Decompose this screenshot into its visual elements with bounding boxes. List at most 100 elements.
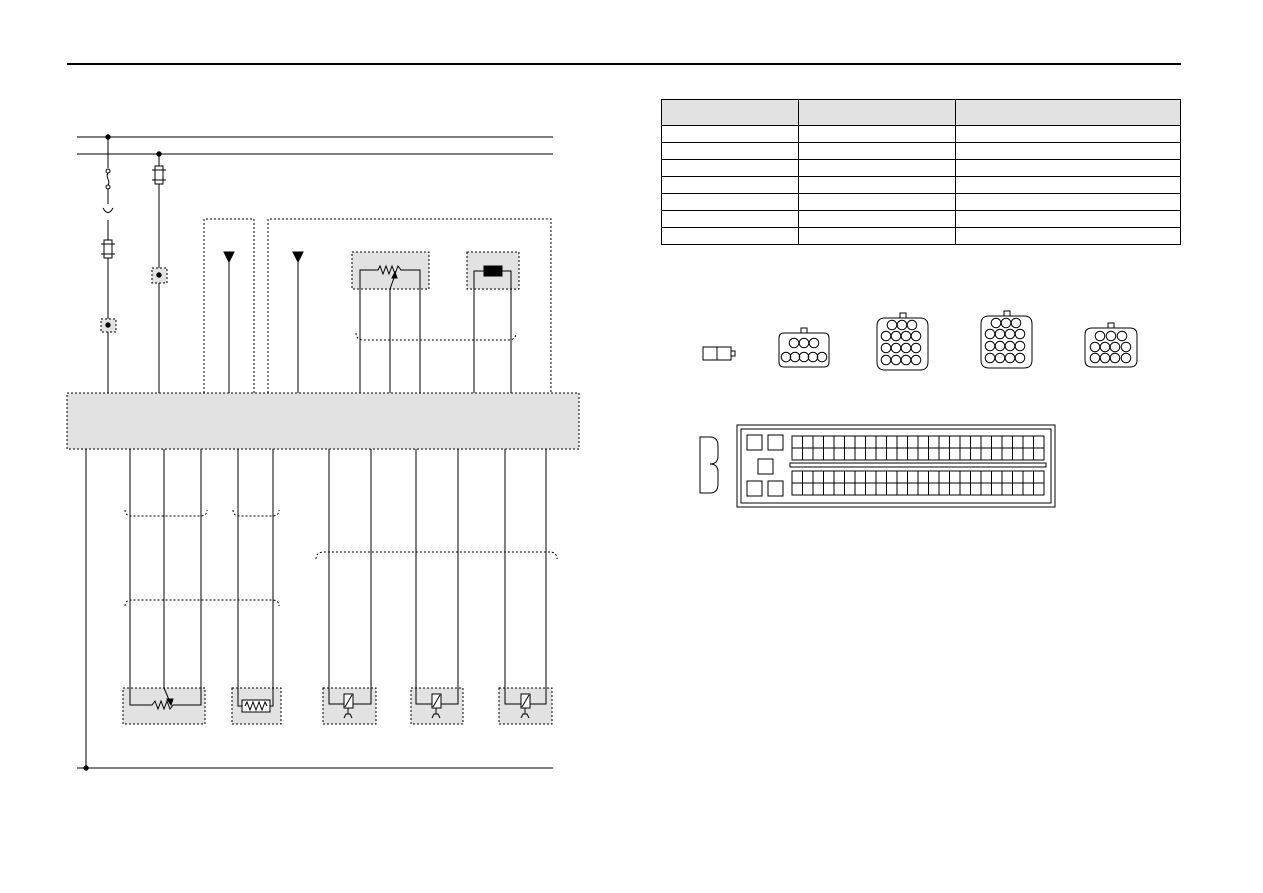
connector-cavity: [906, 319, 918, 331]
table-cell: [797, 159, 957, 177]
temperature-resistor-wiring: [270, 688, 274, 707]
connector-16-pin-b-cavities: [984, 317, 1026, 364]
connector-pin-table: [661, 99, 1181, 245]
connector-cavity: [1033, 447, 1045, 461]
table-cell: [661, 210, 799, 228]
ground-input-a-arrow: [223, 251, 235, 264]
connector-face-views: [699, 310, 1138, 508]
fuse-box-symbol: [152, 165, 166, 185]
table-row: [661, 210, 1181, 228]
injector-1: [322, 687, 377, 725]
table-cell: [797, 210, 957, 228]
fuse-symbol: [105, 168, 111, 190]
table-cell: [955, 210, 1181, 228]
table-cell: [797, 142, 957, 160]
table-cell: [661, 159, 799, 177]
table-row: [661, 125, 1181, 143]
connector-12-pin-cavities: [1089, 330, 1132, 364]
table-row: [661, 142, 1181, 160]
table-row: [661, 193, 1181, 211]
connector-12-pin: [1084, 322, 1138, 368]
ecu-control-unit: [66, 392, 580, 450]
ecu-main-connector: [699, 424, 1056, 508]
connector-cavity: [807, 351, 819, 363]
connector-16-pin-a: [876, 312, 929, 371]
fuse-box-symbol: [101, 239, 115, 259]
connector-cavity: [1014, 340, 1026, 352]
harness-bracket-lower-left: [124, 599, 280, 607]
relay-contact-symbol: [102, 207, 114, 213]
ground-junction-dot: [83, 765, 89, 771]
connector-cavity: [798, 351, 810, 363]
table-cell: [955, 227, 1181, 245]
connector-cavity: [780, 351, 792, 363]
throttle-potentiometer-arrow: [391, 270, 398, 279]
heater-element-core: [483, 265, 503, 277]
connector-cavity: [1109, 341, 1121, 353]
harness-bracket-upper: [355, 332, 517, 341]
harness-bracket-injectors: [315, 551, 558, 560]
connector-cavity: [1094, 330, 1106, 342]
connector-cavity: [808, 337, 820, 349]
splice-point-b-dot: [156, 272, 162, 278]
connector-16-pin-a-cavities: [880, 319, 922, 366]
table-header-cell: [661, 99, 799, 126]
table-cell: [955, 125, 1181, 143]
connector-cavity: [1120, 352, 1132, 364]
connector-cavity: [1116, 330, 1128, 342]
temperature-resistor-body: [241, 699, 271, 713]
table-cell: [797, 227, 957, 245]
table-header-cell: [955, 99, 1181, 126]
injector-2: [410, 687, 464, 725]
connector-cavity: [1109, 352, 1121, 364]
ground-input-b-arrow: [292, 251, 304, 264]
pedal-potentiometer-arrow: [166, 698, 174, 707]
connector-cavity: [910, 354, 922, 366]
ecu-connector-lower-row: [791, 470, 1045, 496]
connector-8-pin: [778, 327, 830, 368]
table-cell: [955, 193, 1181, 211]
table-row: [661, 227, 1181, 245]
harness-bracket-temp: [232, 509, 280, 517]
sensor-group-enclosure: [267, 218, 552, 393]
table-row: [661, 159, 1181, 177]
wiring-schematic: [66, 134, 580, 771]
temperature-resistor-zigzag: [244, 700, 268, 712]
injector-3: [498, 687, 553, 725]
connector-cavity: [816, 351, 828, 363]
harness-bracket-pedal: [124, 509, 208, 517]
connector-cavity: [1033, 482, 1045, 496]
table-cell: [797, 176, 957, 194]
table-cell: [661, 142, 799, 160]
connector-cavity: [1010, 317, 1022, 329]
ecu-connector-upper-row: [791, 435, 1045, 461]
page-header-rule: [67, 63, 1181, 65]
table-header-row: [661, 99, 1181, 126]
temperature-resistor-wiring: [237, 688, 242, 707]
connector-cavity: [1105, 330, 1117, 342]
connector-cavity: [910, 330, 922, 342]
table-cell: [955, 176, 1181, 194]
table-cell: [661, 176, 799, 194]
connector-2-pin: [702, 346, 736, 361]
table-cell: [661, 125, 799, 143]
pedal-potentiometer: [122, 687, 206, 725]
table-row: [661, 176, 1181, 194]
connector-16-pin-b: [980, 310, 1033, 369]
table-cell: [955, 142, 1181, 160]
connector-cavity: [1014, 328, 1026, 340]
connector-cavity: [910, 342, 922, 354]
table-cell: [661, 193, 799, 211]
pedal-potentiometer-resistor: [129, 688, 202, 711]
connector-8-pin-cavities: [780, 337, 828, 363]
connector-cavity: [1014, 352, 1026, 364]
throttle-potentiometer-resistor: [359, 264, 421, 289]
table-cell: [661, 227, 799, 245]
table-header-cell: [797, 99, 957, 126]
table-cell: [797, 193, 957, 211]
connector-cavity: [1120, 341, 1132, 353]
table-cell: [955, 159, 1181, 177]
splice-point-a-dot: [105, 322, 111, 328]
connector-cavity: [789, 351, 801, 363]
